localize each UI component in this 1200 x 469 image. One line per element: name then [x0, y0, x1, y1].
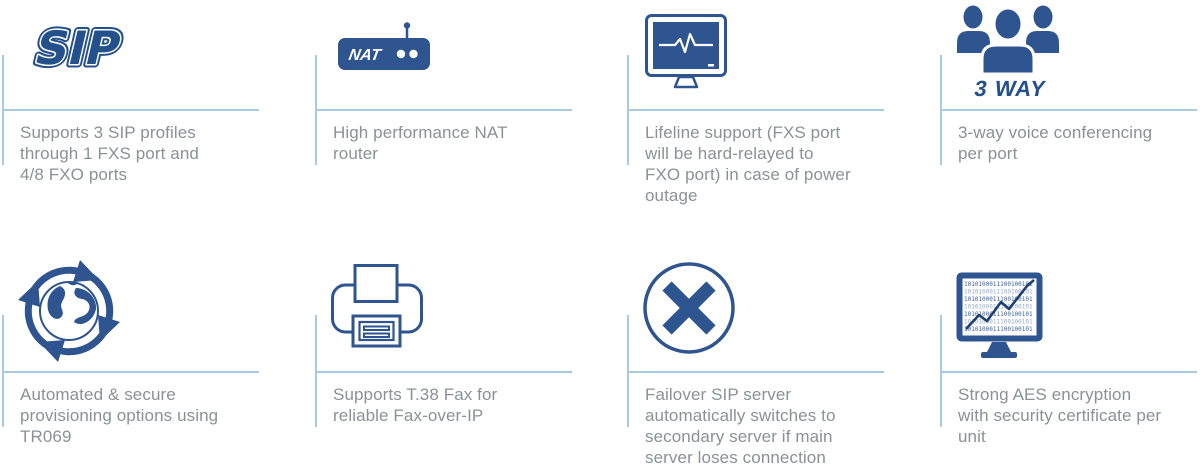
failover-x-icon [641, 260, 737, 356]
svg-text:SIP: SIP [30, 22, 126, 75]
svg-text:1010100011100100101: 1010100011100100101 [964, 296, 1033, 303]
globe-sync-icon [16, 258, 122, 364]
divider-horizontal [315, 109, 572, 111]
feature-text: Automated & secure provisioning options … [20, 385, 219, 446]
svg-text:1010100011100100101: 1010100011100100101 [964, 281, 1033, 288]
divider-horizontal [627, 371, 884, 373]
feature-card-failover: Failover SIP server automatically switch… [627, 230, 940, 469]
feature-card-lifeline: Lifeline support (FXS port will be hard-… [627, 0, 940, 230]
feature-text: Strong AES encryption with security cert… [958, 385, 1162, 446]
svg-text:1010100011100100101: 1010100011100100101 [964, 319, 1033, 326]
feature-text: 3-way voice conferencing per port [958, 123, 1153, 163]
fax-printer-icon [331, 264, 425, 350]
svg-text:SIP: SIP [30, 22, 126, 75]
divider-horizontal [940, 371, 1197, 373]
feature-card-t38-fax: Supports T.38 Fax for reliable Fax-over-… [315, 230, 628, 469]
divider-horizontal [2, 109, 259, 111]
pulse-monitor-icon [645, 14, 729, 94]
svg-text:1010100011100100101: 1010100011100100101 [964, 289, 1033, 296]
feature-card-sip-profiles: SIP SIP SIP Supports 3 SIP profiles thro… [2, 0, 315, 230]
svg-text:1010100011100100101: 1010100011100100101 [964, 311, 1033, 318]
nat-router-icon: NAT [338, 20, 438, 72]
feature-card-provisioning: Automated & secure provisioning options … [2, 230, 315, 469]
sip-wordmark-icon: SIP SIP SIP [20, 14, 132, 78]
divider-horizontal [315, 371, 572, 373]
conference-group-icon: 3 WAY [952, 2, 1066, 101]
feature-card-nat-router: NAT High performance NAT router [315, 0, 628, 230]
divider-horizontal [940, 109, 1197, 111]
feature-text: Supports T.38 Fax for reliable Fax-over-… [333, 385, 498, 425]
divider-horizontal [2, 371, 259, 373]
svg-text:1010100011100100101: 1010100011100100101 [964, 326, 1033, 333]
svg-text:3 WAY: 3 WAY [973, 76, 1049, 100]
feature-card-aes-encryption: 1010100011100100101 1010100011100100101 … [940, 230, 1200, 469]
svg-text:SIP: SIP [30, 22, 126, 75]
svg-text:NAT: NAT [347, 46, 383, 64]
feature-text: Supports 3 SIP profiles through 1 FXS po… [20, 123, 199, 184]
feature-text: Failover SIP server automatically switch… [645, 385, 836, 467]
feature-card-three-way: 3 WAY 3-way voice conferencing per port [940, 0, 1200, 230]
encrypted-monitor-icon: 1010100011100100101 1010100011100100101 … [956, 272, 1046, 362]
feature-text: High performance NAT router [333, 123, 508, 163]
feature-text: Lifeline support (FXS port will be hard-… [645, 123, 851, 205]
divider-horizontal [627, 109, 884, 111]
